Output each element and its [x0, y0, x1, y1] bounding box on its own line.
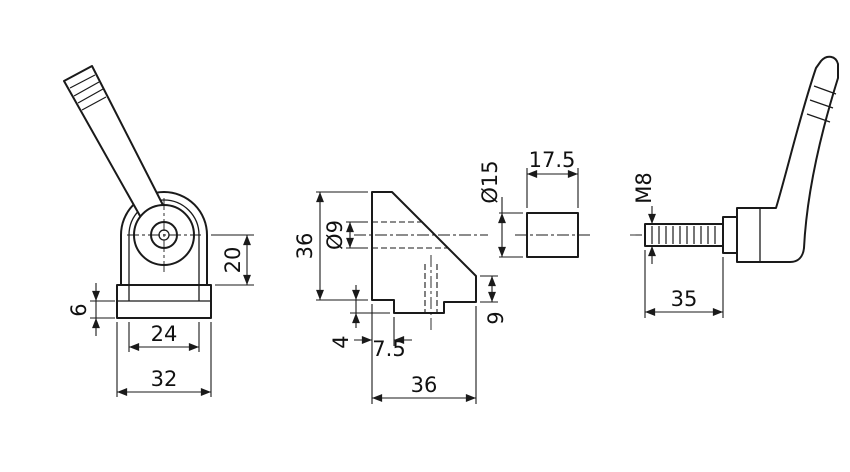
dim-label-dia-15: Ø15	[478, 160, 502, 203]
dim-label-36-width: 36	[411, 373, 438, 397]
pin-view: 17.5 Ø15	[478, 148, 590, 258]
profile-view: 36 Ø9 4 7.5 36	[293, 191, 508, 404]
dim-hole-dia-9: Ø9	[323, 220, 368, 250]
hatch-line	[73, 81, 100, 97]
dim-4: 4	[329, 285, 390, 349]
dim-label-9-edge: 9	[484, 311, 508, 324]
dim-35: 35	[644, 250, 724, 318]
dim-label-17-5: 17.5	[529, 148, 576, 172]
handle-grip-hatching	[806, 85, 837, 123]
dim-label-24: 24	[151, 322, 178, 346]
hatch-line	[81, 96, 107, 111]
hatch-line	[69, 74, 96, 89]
lever-arm	[63, 65, 167, 224]
dim-9-edge: 9	[480, 275, 508, 325]
bracket-profile-outline	[371, 191, 477, 314]
dim-label-hole-dia: Ø9	[323, 220, 347, 250]
dim-label-32: 32	[151, 367, 178, 391]
dim-label-m8: M8	[632, 172, 656, 203]
dim-7-5: 7.5	[354, 317, 412, 361]
hatch-line	[813, 85, 837, 95]
hatch-line	[77, 88, 104, 104]
stud-collar	[722, 216, 738, 254]
dim-dia-15: Ø15	[478, 160, 523, 258]
dim-17-5: 17.5	[526, 148, 579, 208]
thread-lines	[651, 226, 716, 244]
dim-label-7-5: 7.5	[372, 337, 405, 361]
dim-label-20: 20	[221, 247, 245, 274]
dim-20: 20	[211, 234, 254, 286]
hatch-line	[806, 113, 831, 123]
lever-handle-body	[736, 55, 839, 263]
dim-6: 6	[67, 283, 115, 336]
threaded-stud	[644, 223, 724, 247]
front-view: 6 20 24 32	[63, 65, 254, 397]
dim-label-6: 6	[67, 303, 91, 316]
lever-view: M8 35	[630, 55, 839, 318]
dim-24: 24	[128, 322, 200, 352]
dim-m8: M8	[632, 172, 656, 264]
dim-32: 32	[116, 322, 212, 397]
dim-label-36-height: 36	[293, 233, 317, 260]
hatch-line	[809, 99, 834, 109]
lever-grip-hatching	[69, 74, 107, 111]
dim-label-35: 35	[671, 287, 698, 311]
dim-36-width: 36	[371, 304, 477, 404]
dim-label-4: 4	[329, 335, 353, 348]
